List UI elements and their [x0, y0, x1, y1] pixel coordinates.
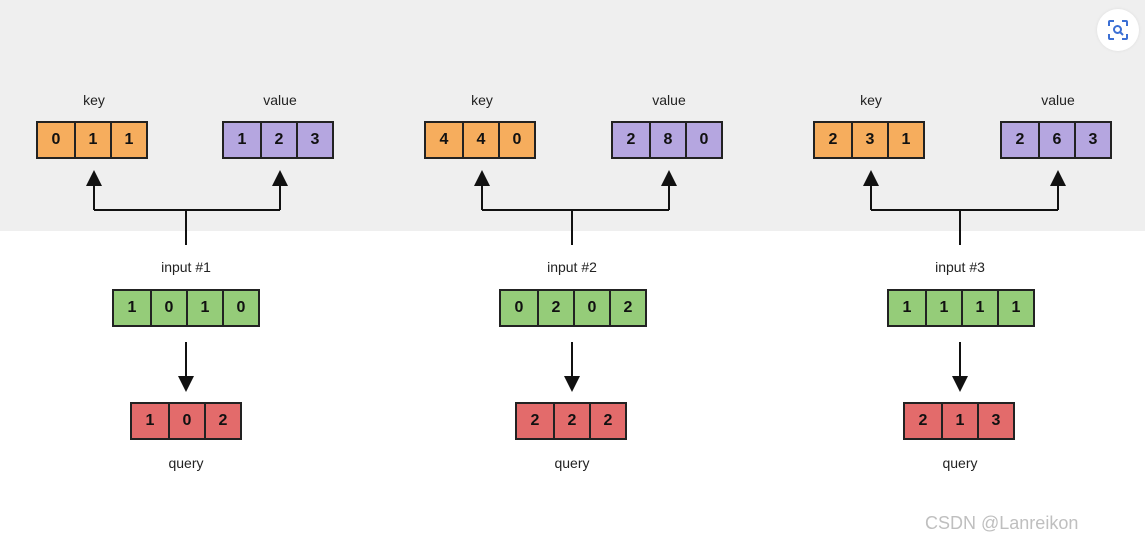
- key-vector-cell: 4: [462, 123, 498, 157]
- query-vector-cell: 2: [905, 404, 941, 438]
- input-label: input #2: [547, 259, 597, 275]
- input-vector-cell: 1: [925, 291, 961, 325]
- query-vector-cell: 2: [517, 404, 553, 438]
- value-vector-cell: 3: [1074, 123, 1110, 157]
- value-vector-cell: 2: [260, 123, 296, 157]
- key-label: key: [471, 92, 493, 108]
- query-vector-cell: 1: [132, 404, 168, 438]
- query-vector-cell: 2: [204, 404, 240, 438]
- key-vector-cell: 2: [815, 123, 851, 157]
- input-vector-cell: 0: [501, 291, 537, 325]
- input-label: input #1: [161, 259, 211, 275]
- query-vector-cell: 3: [977, 404, 1013, 438]
- input-vector-cell: 0: [573, 291, 609, 325]
- value-vector-cell: 2: [1002, 123, 1038, 157]
- key-label: key: [860, 92, 882, 108]
- query-vector-cell: 1: [941, 404, 977, 438]
- query-vector-cell: 2: [589, 404, 625, 438]
- input-vector-cell: 0: [222, 291, 258, 325]
- value-vector-cell: 8: [649, 123, 685, 157]
- key-vector-cell: 0: [498, 123, 534, 157]
- value-label: value: [652, 92, 686, 108]
- key-vector-cell: 3: [851, 123, 887, 157]
- value-vector-cell: 3: [296, 123, 332, 157]
- input-label: input #3: [935, 259, 985, 275]
- input-vector-cell: 1: [186, 291, 222, 325]
- value-vector-cell: 6: [1038, 123, 1074, 157]
- input-vector-cell: 0: [150, 291, 186, 325]
- input-vector-cell: 1: [997, 291, 1033, 325]
- key-label: key: [83, 92, 105, 108]
- image-search-button[interactable]: [1097, 9, 1139, 51]
- query-label: query: [168, 455, 204, 471]
- value-vector-cell: 2: [613, 123, 649, 157]
- value-label: value: [1041, 92, 1075, 108]
- value-vector-cell: 0: [685, 123, 721, 157]
- key-vector-cell: 1: [887, 123, 923, 157]
- input-vector-cell: 2: [609, 291, 645, 325]
- watermark: CSDN @Lanreikon: [925, 513, 1079, 533]
- key-vector-cell: 1: [110, 123, 146, 157]
- query-label: query: [942, 455, 978, 471]
- image-search-icon: [1108, 20, 1128, 40]
- input-vector-cell: 2: [537, 291, 573, 325]
- input-vector-cell: 1: [889, 291, 925, 325]
- query-vector-cell: 2: [553, 404, 589, 438]
- top-band: [0, 0, 1145, 231]
- query-vector-cell: 0: [168, 404, 204, 438]
- key-vector-cell: 0: [38, 123, 74, 157]
- input-vector-cell: 1: [114, 291, 150, 325]
- input-vector-cell: 1: [961, 291, 997, 325]
- value-label: value: [263, 92, 297, 108]
- value-vector-cell: 1: [224, 123, 260, 157]
- query-label: query: [554, 455, 590, 471]
- key-vector-cell: 4: [426, 123, 462, 157]
- key-vector-cell: 1: [74, 123, 110, 157]
